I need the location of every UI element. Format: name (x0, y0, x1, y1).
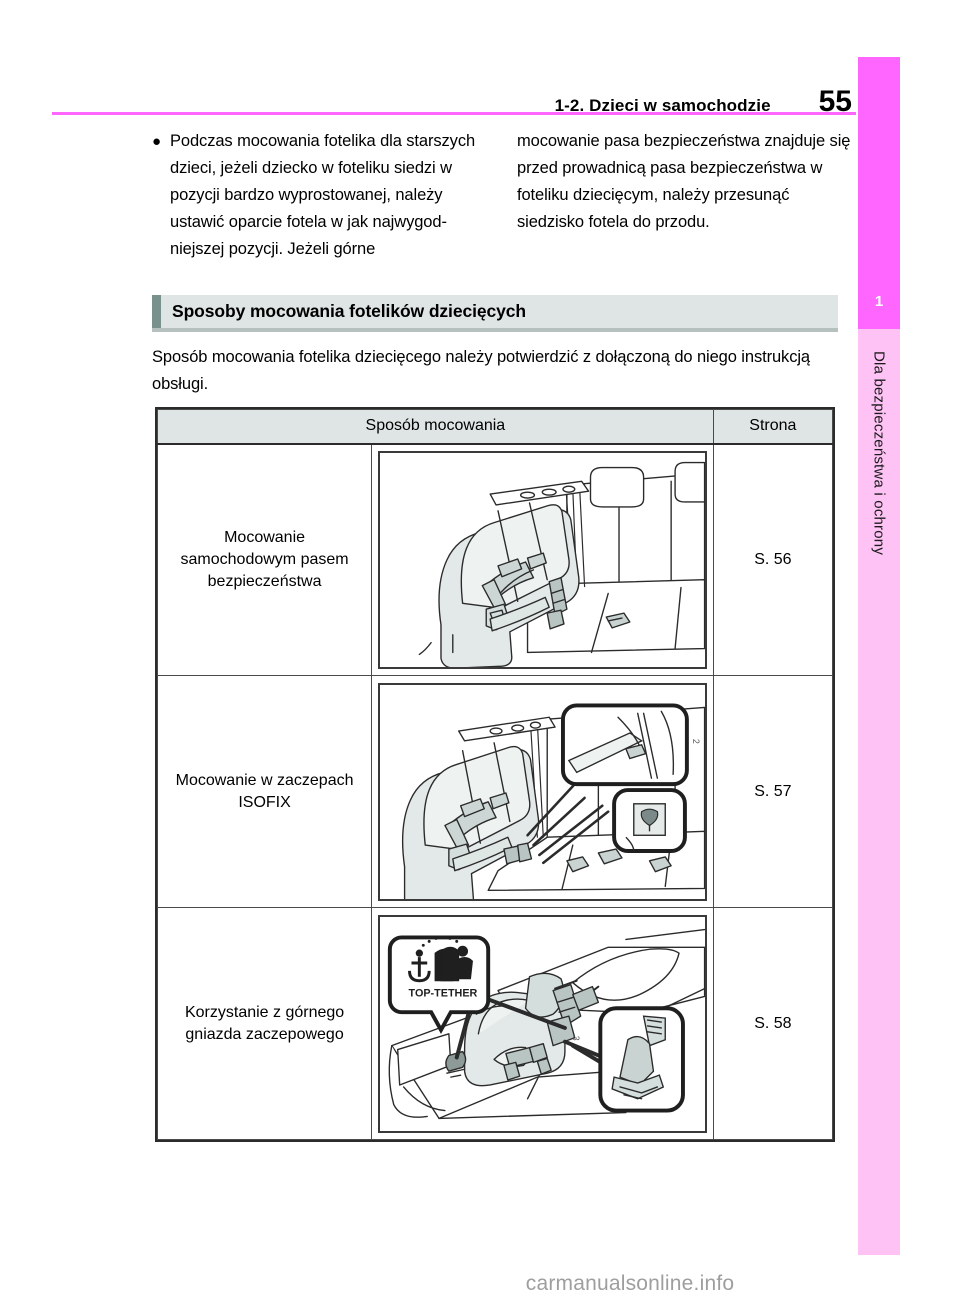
column-header-page: Strona (712, 409, 834, 445)
intro-paragraph-left: Podczas mocowania fotelika dla starszych… (170, 132, 476, 258)
section-heading: Sposoby mocowania fotelików dziecięcych (152, 295, 838, 328)
table-row: Mocowanie samochodowym pasem bezpieczeńs… (156, 443, 834, 676)
section-heading-text: Sposoby mocowania fotelików dziecięcych (172, 301, 526, 321)
intro-column-left: ● Podczas mocowania fotelika dla starszy… (152, 128, 487, 263)
bullet-icon: ● (152, 133, 162, 150)
child-seat-isofix-illustration: 2 (378, 682, 707, 901)
page-number: 55 (818, 84, 852, 118)
top-tether-badge-text: TOP-TETHER (409, 987, 478, 999)
chapter-strip-label-wrap: Dla bezpieczeństwa i ochrony (858, 329, 900, 889)
chapter-number-box (858, 283, 900, 329)
child-seat-seatbelt-illustration (378, 450, 707, 669)
row-page-reference: S. 58 (712, 907, 834, 1140)
chapter-strip (858, 329, 900, 1255)
svg-text:3: 3 (571, 1035, 581, 1040)
watermark: carmanualsonline.info (0, 1272, 960, 1296)
row-method-label: Mocowanie w zaczepach ISOFIX (156, 675, 373, 908)
section-heading-shadow (152, 328, 838, 332)
row-method-label: Korzystanie z górnego gniazda zaczepoweg… (156, 907, 373, 1140)
table-header-row: Sposób mocowania Strona (157, 409, 834, 445)
row-page-reference: S. 56 (712, 443, 834, 676)
row-illustration (371, 443, 714, 676)
row-illustration: 2 (371, 675, 714, 908)
watermark-text: carmanualsonline.info (525, 1272, 735, 1295)
chapter-tab-block (858, 57, 900, 283)
intro-column-right: mocowanie pasa bezpieczeństwa znajduje s… (517, 128, 852, 263)
chapter-label: Dla bezpieczeństwa i ochrony (870, 351, 888, 556)
section-lead-paragraph: Sposób mocowania fotelika dziecięcego na… (152, 348, 811, 393)
table-row: Korzystanie z górnego gniazda zaczepoweg… (156, 907, 834, 1140)
table-row: Mocowanie w zaczepach ISOFIX (156, 675, 834, 908)
page-title: 1-2. Dzieci w samochodzie (554, 96, 771, 115)
top-tether-illustration: TOP-TETHER (378, 914, 707, 1133)
page-header: 1-2. Dzieci w samochodzie 55 (52, 72, 852, 118)
section-heading-accent (152, 295, 161, 328)
chapter-number: 1 (874, 293, 884, 310)
header-rule (52, 112, 856, 115)
row-page-reference: S. 57 (712, 675, 834, 908)
row-illustration: TOP-TETHER (371, 907, 714, 1140)
svg-text:2: 2 (691, 738, 701, 743)
intro-paragraph-right: mocowanie pasa bezpieczeństwa znajduje s… (517, 132, 851, 231)
intro-columns: ● Podczas mocowania fotelika dla starszy… (152, 128, 852, 263)
column-header-method: Sposób mocowania (157, 409, 714, 445)
installation-methods-table: Sposób mocowania Strona Mocowanie samoch… (155, 407, 835, 1142)
row-method-label: Mocowanie samochodowym pasem bezpieczeńs… (156, 443, 373, 676)
